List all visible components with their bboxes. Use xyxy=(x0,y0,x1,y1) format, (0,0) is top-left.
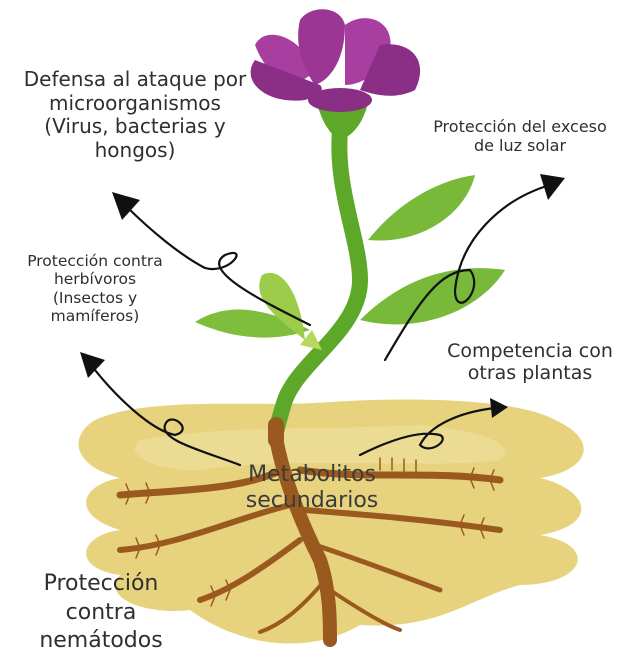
label-competition: Competencia con otras plantas xyxy=(430,340,630,385)
label-secondary-metabolites: Metabolitos secundarios xyxy=(222,462,402,514)
leaf-upper-right xyxy=(368,175,475,241)
label-nematode-protection: Protección contra nemátodos xyxy=(26,570,176,656)
label-light-protection: Protección del exceso de luz solar xyxy=(430,118,610,156)
label-defense-microorganisms: Defensa al ataque por microorganismos (V… xyxy=(10,68,260,162)
flower xyxy=(251,9,421,140)
label-herbivore-protection: Protección contra herbívoros (Insectos y… xyxy=(10,252,180,325)
leaf-lower-right xyxy=(360,268,505,324)
arrowhead-herbivores xyxy=(80,352,105,378)
stem xyxy=(276,130,360,440)
